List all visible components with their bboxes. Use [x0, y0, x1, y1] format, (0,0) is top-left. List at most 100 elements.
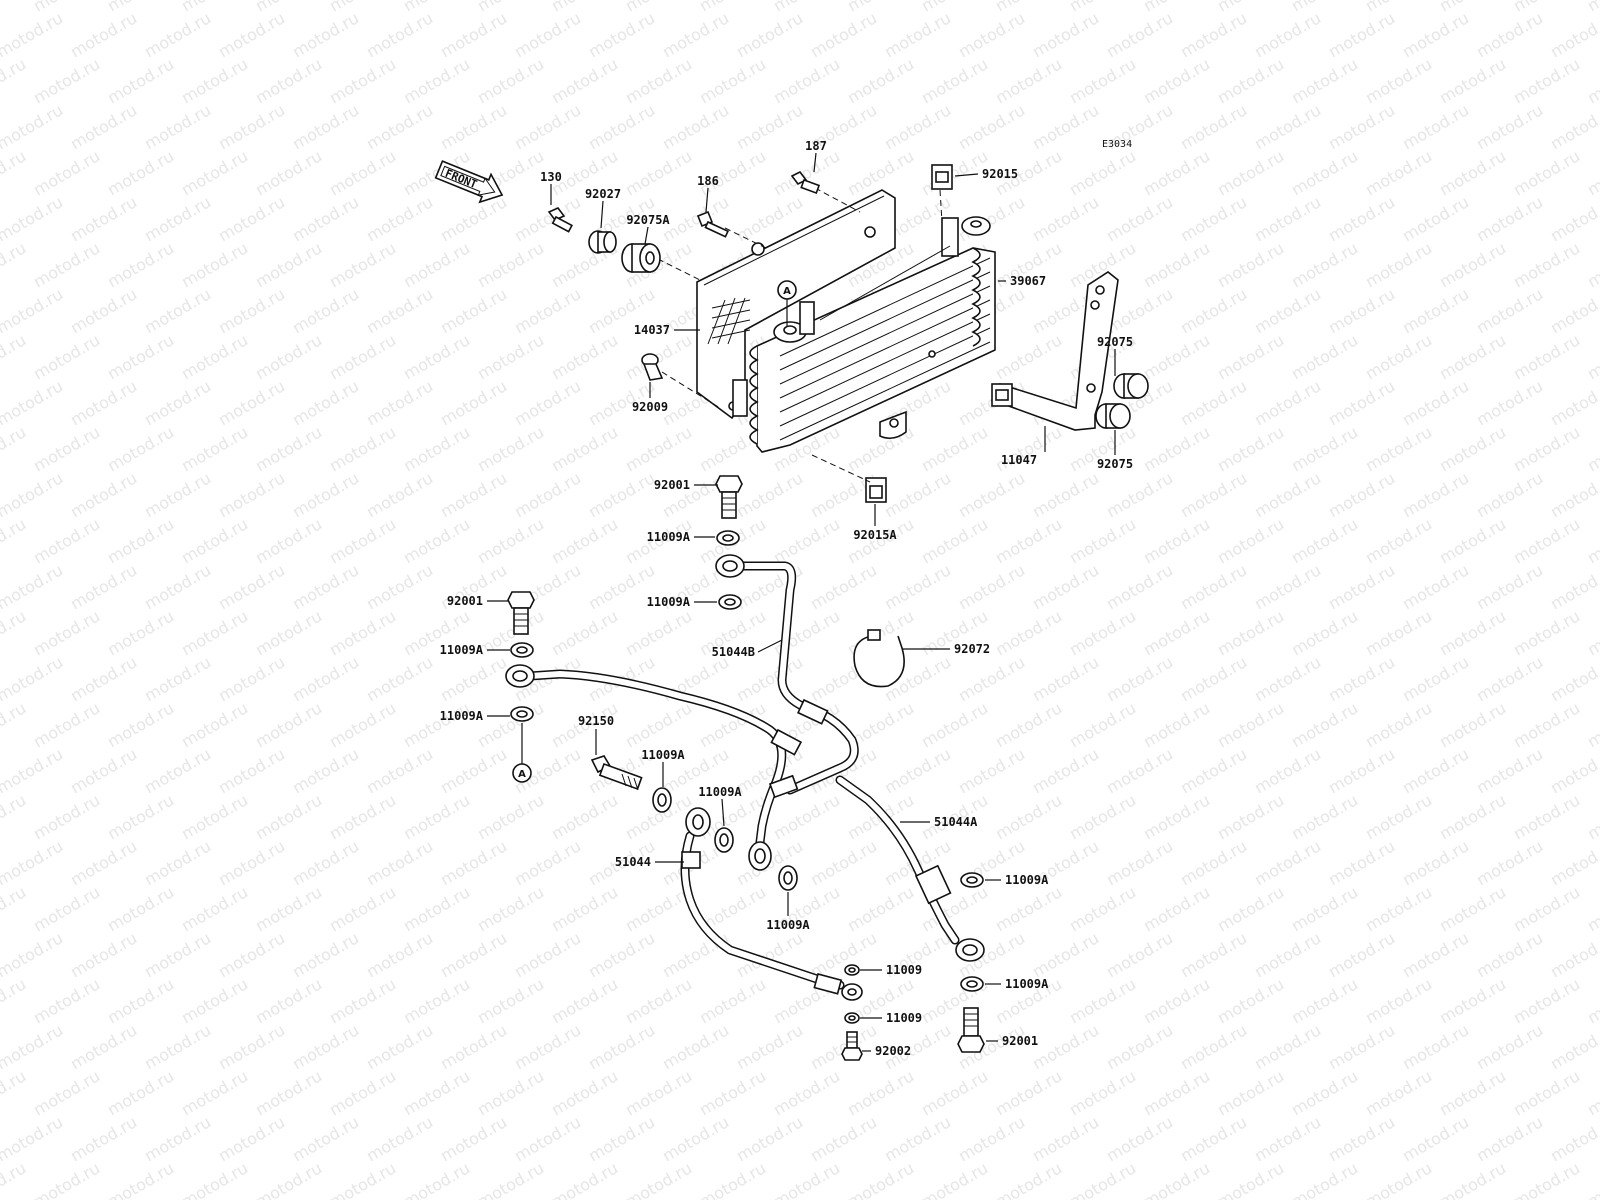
watermark-text: motod.ru: [30, 882, 103, 935]
watermark-text: motod.ru: [1214, 514, 1287, 567]
watermark-text: motod.ru: [659, 8, 732, 61]
watermark-text: motod.ru: [1584, 330, 1600, 383]
part-number-label: 92027: [585, 187, 621, 201]
part-number-label: 186: [697, 174, 719, 188]
watermark-text: motod.ru: [215, 284, 288, 337]
watermark-text: motod.ru: [1029, 1020, 1102, 1073]
bolt-92150: [590, 755, 643, 791]
watermark-text: motod.ru: [1510, 146, 1583, 199]
watermark-text: motod.ru: [1177, 744, 1250, 797]
watermark-text: motod.ru: [1362, 1066, 1435, 1119]
watermark-text: motod.ru: [104, 514, 177, 567]
watermark-text: motod.ru: [0, 698, 29, 751]
watermark-text: motod.ru: [141, 928, 214, 981]
watermark-text: motod.ru: [955, 8, 1028, 61]
watermark-text: motod.ru: [1066, 514, 1139, 567]
watermark-text: motod.ru: [807, 836, 880, 889]
watermark-text: motod.ru: [1029, 1112, 1102, 1165]
watermark-text: motod.ru: [0, 836, 66, 889]
watermark-text: motod.ru: [30, 54, 103, 107]
watermark-text: motod.ru: [1473, 100, 1546, 153]
watermark-text: motod.ru: [733, 8, 806, 61]
watermark-text: motod.ru: [104, 1158, 177, 1200]
watermark-text: motod.ru: [400, 1158, 473, 1200]
watermark-text: motod.ru: [30, 974, 103, 1027]
watermark-text: motod.ru: [1547, 1112, 1600, 1165]
watermark-text: motod.ru: [511, 1112, 584, 1165]
watermark-text: motod.ru: [1584, 698, 1600, 751]
part-callout: 51044: [615, 855, 684, 869]
watermark-text: motod.ru: [918, 514, 991, 567]
watermark-text: motod.ru: [474, 54, 547, 107]
watermark-text: motod.ru: [326, 882, 399, 935]
watermark-text: motod.ru: [437, 284, 510, 337]
part-number-label: 11009A: [647, 595, 691, 609]
watermark-text: motod.ru: [289, 652, 362, 705]
watermark-text: motod.ru: [918, 146, 991, 199]
watermark-text: motod.ru: [1547, 192, 1600, 245]
watermark-text: motod.ru: [104, 606, 177, 659]
watermark-text: motod.ru: [474, 882, 547, 935]
watermark-text: motod.ru: [770, 514, 843, 567]
watermark-text: motod.ru: [1473, 928, 1546, 981]
watermark-text: motod.ru: [548, 0, 621, 15]
part-number-label: 11009A: [440, 643, 484, 657]
watermark-text: motod.ru: [1066, 790, 1139, 843]
watermark-text: motod.ru: [1288, 0, 1361, 15]
washer-11009-2: [844, 1012, 860, 1024]
watermark-text: motod.ru: [1066, 1066, 1139, 1119]
watermark-text: motod.ru: [400, 1066, 473, 1119]
watermark-text: motod.ru: [585, 1112, 658, 1165]
watermark-text: motod.ru: [400, 514, 473, 567]
watermark-text: motod.ru: [1214, 422, 1287, 475]
watermark-text: motod.ru: [0, 422, 29, 475]
watermark-text: motod.ru: [1362, 422, 1435, 475]
watermark-text: motod.ru: [1029, 652, 1102, 705]
watermark-text: motod.ru: [141, 468, 214, 521]
part-callout: 187: [805, 139, 827, 173]
watermark-text: motod.ru: [104, 238, 177, 291]
watermark-text: motod.ru: [1103, 928, 1176, 981]
watermark-text: motod.ru: [289, 1112, 362, 1165]
watermark-text: motod.ru: [733, 1112, 806, 1165]
watermark-text: motod.ru: [1177, 1020, 1250, 1073]
watermark-text: motod.ru: [1140, 514, 1213, 567]
watermark-text: motod.ru: [548, 330, 621, 383]
watermark-text: motod.ru: [1177, 928, 1250, 981]
watermark-text: motod.ru: [622, 422, 695, 475]
leader-line: [721, 798, 725, 827]
watermark-text: motod.ru: [1214, 330, 1287, 383]
marker-label: A: [518, 769, 526, 780]
watermark-text: motod.ru: [1140, 698, 1213, 751]
part-number-label: 11009A: [440, 709, 484, 723]
watermark-text: motod.ru: [511, 192, 584, 245]
watermark-text: motod.ru: [1251, 8, 1324, 61]
watermark-text: motod.ru: [1510, 422, 1583, 475]
watermark-text: motod.ru: [1288, 1066, 1361, 1119]
watermark-text: motod.ru: [363, 100, 436, 153]
watermark-text: motod.ru: [1510, 514, 1583, 567]
watermark-text: motod.ru: [770, 790, 843, 843]
washer-11009a-1: [716, 530, 740, 546]
watermark-text: motod.ru: [1547, 928, 1600, 981]
grommet-92075-lower: [1095, 403, 1131, 429]
part-callout: 92002: [862, 1044, 911, 1058]
watermark-text: motod.ru: [1140, 238, 1213, 291]
watermark-text: motod.ru: [67, 8, 140, 61]
watermark-text: motod.ru: [67, 560, 140, 613]
watermark-text: motod.ru: [1288, 790, 1361, 843]
watermark-text: motod.ru: [363, 928, 436, 981]
oil-cooler-core: [749, 216, 996, 453]
watermark-text: motod.ru: [770, 0, 843, 15]
watermark-text: motod.ru: [0, 330, 29, 383]
watermark-text: motod.ru: [1584, 882, 1600, 935]
watermark-text: motod.ru: [289, 836, 362, 889]
watermark-text: motod.ru: [659, 928, 732, 981]
watermark-text: motod.ru: [844, 54, 917, 107]
watermark-text: motod.ru: [0, 146, 29, 199]
watermark-text: motod.ru: [1288, 422, 1361, 475]
watermark-text: motod.ru: [474, 0, 547, 15]
part-callout: 92015A: [853, 504, 897, 542]
watermark-text: motod.ru: [511, 284, 584, 337]
washer-11009a-3: [510, 642, 534, 658]
